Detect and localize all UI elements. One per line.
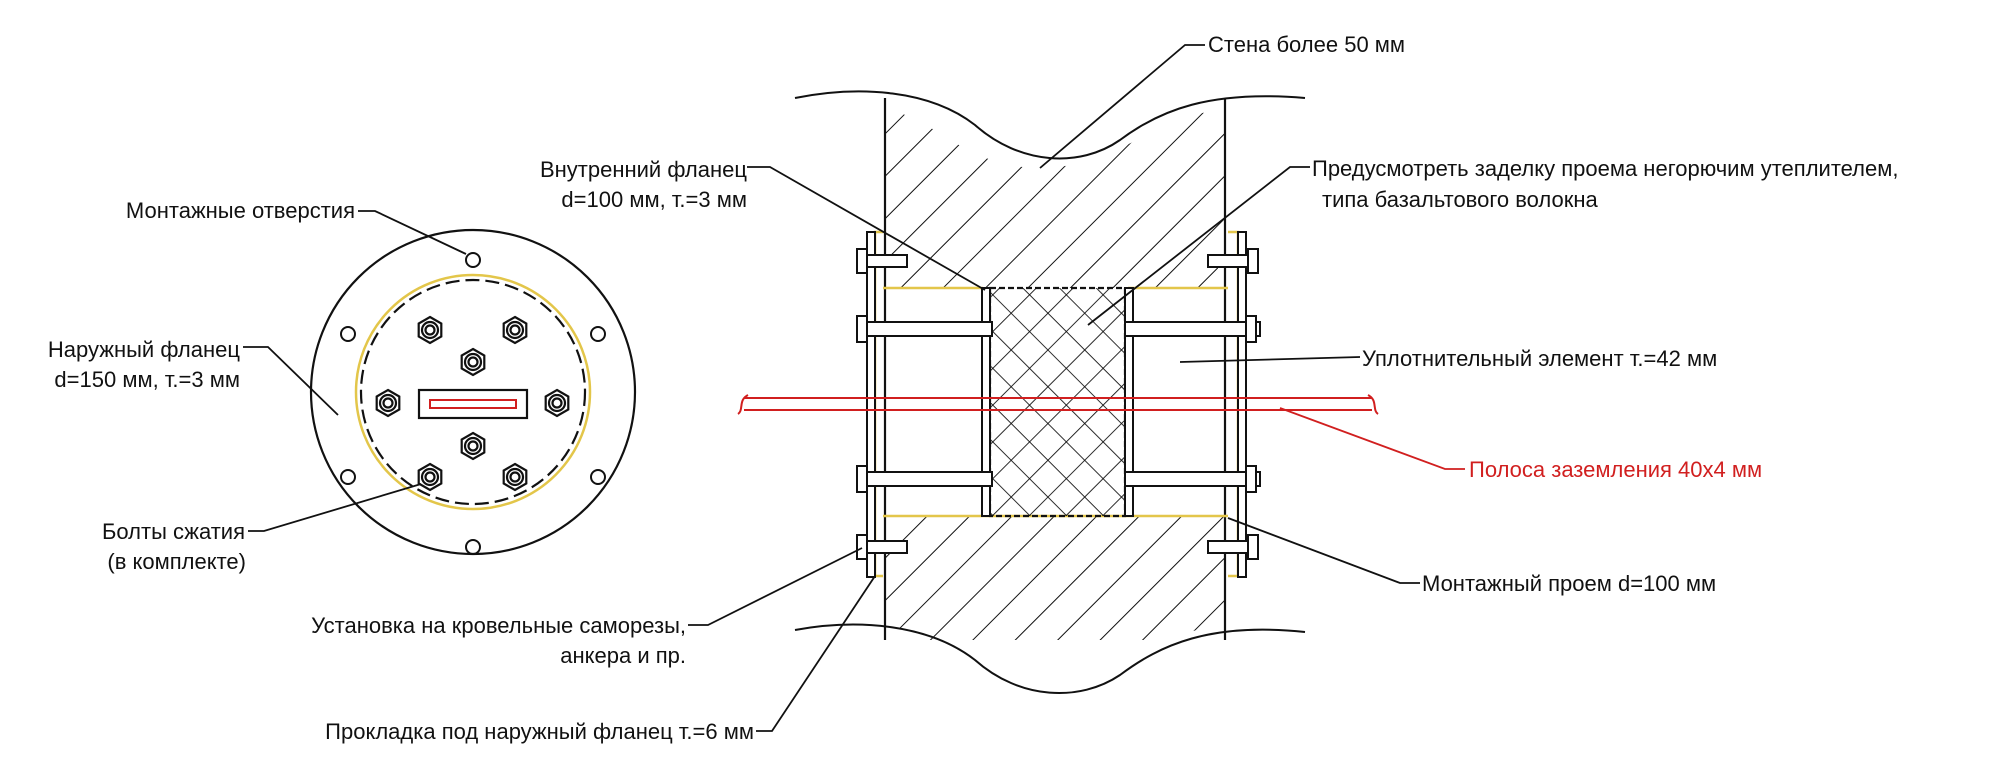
ground-strip-section: [429, 399, 517, 409]
break-line-bottom: [794, 623, 1306, 694]
nut: [502, 462, 528, 492]
inner-flange-right: [1124, 287, 1134, 517]
wall-section: [737, 90, 1379, 694]
inner-flange-left: [981, 287, 991, 517]
label-insulation-1: Предусмотреть заделку проема негорючим у…: [1312, 156, 1899, 181]
leader-gasket: [756, 575, 876, 732]
leader-seal: [1179, 356, 1361, 363]
leader-outer-flange: [243, 346, 339, 416]
nut: [460, 431, 486, 461]
label-install-2: анкера и пр.: [560, 643, 686, 668]
leader-wall: [1039, 44, 1205, 169]
label-opening: Монтажный проем d=100 мм: [1422, 571, 1717, 596]
label-install-1: Установка на кровельные саморезы,: [311, 613, 686, 638]
label-outer-flange-2: d=150 мм, т.=3 мм: [54, 367, 240, 392]
nut: [375, 388, 401, 418]
compression-bolts: [856, 315, 1261, 493]
label-insulation-2: типа базальтового волокна: [1322, 187, 1598, 212]
label-inner-flange-1: Внутренний фланец: [539, 157, 747, 182]
nut: [417, 315, 443, 345]
mounting-hole: [590, 326, 606, 342]
outer-flange-circle: [309, 228, 637, 556]
mounting-hole: [590, 469, 606, 485]
leader-inner-flange: [747, 166, 986, 291]
leader-bolts: [248, 483, 422, 532]
label-gasket: Прокладка под наружный фланец т.=6 мм: [325, 719, 754, 744]
label-seal: Уплотнительный элемент т.=42 мм: [1362, 346, 1718, 371]
outer-flange-left: [866, 231, 876, 578]
nut: [460, 347, 486, 377]
nut: [544, 388, 570, 418]
inner-flange-dashed-circle: [359, 278, 587, 506]
leader-insulation: [1087, 166, 1310, 326]
insulation-crosshatch: [990, 288, 1125, 516]
label-inner-flange-2: d=100 мм, т.=3 мм: [561, 187, 747, 212]
label-outer-flange-1: Наружный фланец: [47, 337, 240, 362]
ground-strip: [737, 394, 1379, 415]
outer-flange-view: [309, 228, 637, 556]
mounting-hole: [465, 539, 481, 555]
leader-install: [688, 547, 863, 626]
mounting-screws: [856, 248, 1259, 560]
nut: [417, 462, 443, 492]
mounting-hole: [340, 326, 356, 342]
leader-mounting-holes: [358, 210, 467, 255]
gasket-ring-yellow: [354, 273, 592, 511]
outer-flange-right: [1237, 231, 1247, 578]
mounting-hole: [340, 469, 356, 485]
label-mounting-holes: Монтажные отверстия: [125, 198, 355, 223]
break-line-top: [794, 90, 1306, 160]
mounting-hole: [465, 252, 481, 268]
ground-strip-slot: [417, 388, 529, 420]
label-ground-strip: Полоса заземления 40х4 мм: [1469, 457, 1763, 482]
leader-opening: [1227, 517, 1420, 584]
compression-nuts: [375, 315, 570, 492]
label-wall: Стена более 50 мм: [1208, 32, 1406, 57]
wall-lower: [885, 516, 1225, 640]
label-bolts-1: Болты сжатия: [101, 519, 245, 544]
label-bolts-2: (в комплекте): [107, 549, 246, 574]
leader-ground: [1279, 407, 1465, 470]
leader-lines: [243, 44, 1465, 732]
mounting-holes: [340, 252, 606, 555]
nut: [502, 315, 528, 345]
